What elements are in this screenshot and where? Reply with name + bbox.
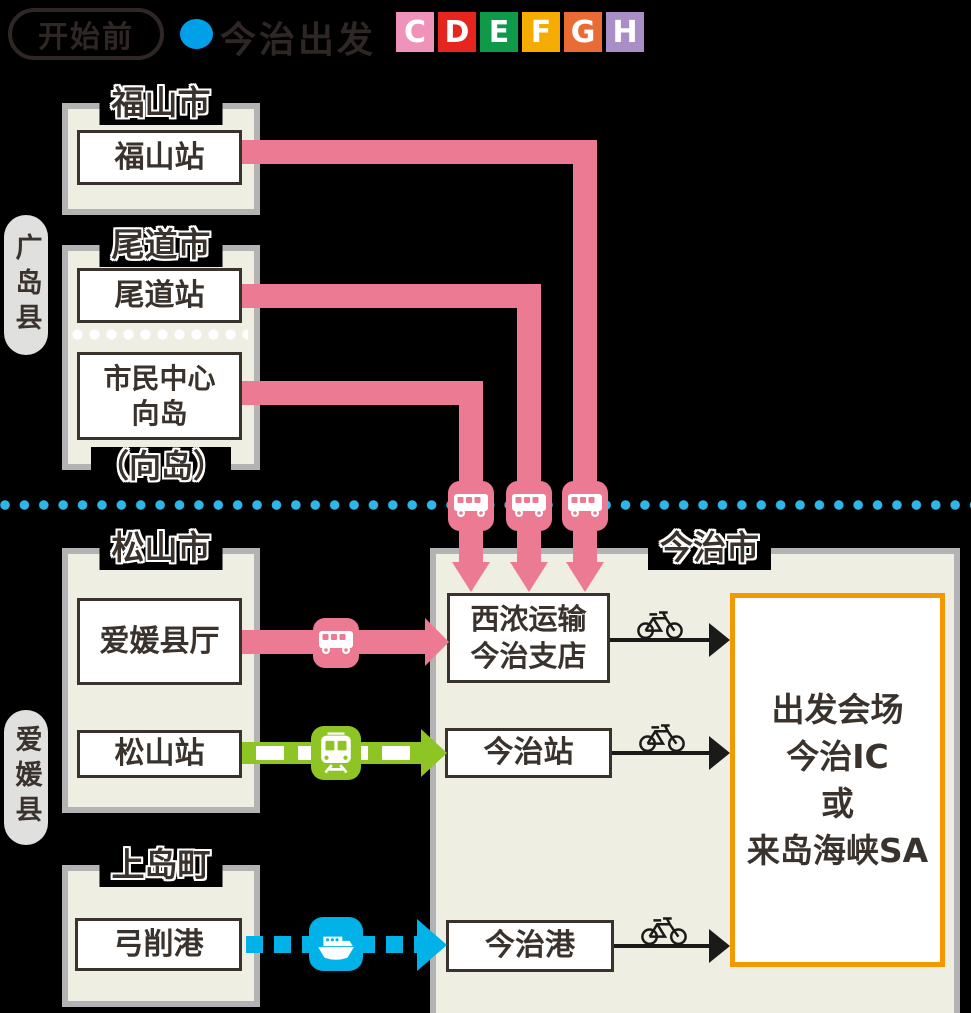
route-shimin-arrow xyxy=(452,562,490,592)
route-shimin-v xyxy=(459,381,483,564)
city-title-kamijima: 上岛町 xyxy=(99,844,223,887)
prefecture-hiroshima: 广岛县 xyxy=(4,215,48,355)
city-title-onomichi: 尾道市 xyxy=(99,224,223,267)
bicycle-icon xyxy=(640,912,688,946)
course-badges: C D E F G H xyxy=(396,12,644,52)
bus-icon xyxy=(313,618,359,668)
city-title-fukuyama: 福山市 xyxy=(99,82,223,125)
phase-badge: 开始前 xyxy=(8,8,164,60)
station-ehime-office: 爱媛县厅 xyxy=(77,598,242,685)
route-ehime-office-arrow xyxy=(425,618,449,666)
route-shimin-h xyxy=(242,381,483,405)
course-badge-d: D xyxy=(438,12,476,52)
station-matsuyama: 松山站 xyxy=(77,730,242,778)
station-fukuyama: 福山站 xyxy=(77,130,242,185)
route-train-arrow xyxy=(421,729,447,777)
route-ferry-arrow xyxy=(417,919,447,971)
footnote-mukaishima: （向岛） xyxy=(62,441,260,487)
venue-line: 或 xyxy=(821,784,854,823)
bike-line-seino xyxy=(610,638,716,642)
dotted-separator xyxy=(72,329,248,340)
course-badge-g: G xyxy=(564,12,602,52)
bike-arrow-station xyxy=(709,736,730,770)
stop-imabari-port: 今治港 xyxy=(446,920,614,972)
bus-icon xyxy=(506,481,552,531)
bicycle-icon xyxy=(638,719,686,753)
city-title-imabari: 今治市 xyxy=(648,527,771,570)
course-badge-h: H xyxy=(606,12,644,52)
stop-imabari-station: 今治站 xyxy=(445,728,612,778)
bus-icon xyxy=(448,481,494,531)
course-badge-e: E xyxy=(480,12,518,52)
bike-line-port xyxy=(614,944,716,948)
train-icon xyxy=(311,726,361,780)
course-badge-c: C xyxy=(396,12,434,52)
legend-dot-icon xyxy=(180,19,213,49)
station-yuge-port: 弓削港 xyxy=(75,918,242,971)
venue-box: 出发会场 今治IC 或 来岛海峡SA xyxy=(730,593,945,967)
route-onomichi-h xyxy=(242,284,541,308)
ferry-icon xyxy=(309,917,363,971)
stop-seino-transport: 西浓运输 今治支店 xyxy=(447,593,610,683)
legend-label: 今治出发 xyxy=(220,20,377,61)
route-fukuyama-h xyxy=(242,140,597,164)
venue-line: 出发会场 xyxy=(771,690,904,729)
station-shimin-center-mukaishima: 市民中心 向岛 xyxy=(77,352,242,440)
course-badge-f: F xyxy=(522,12,560,52)
prefecture-ehime: 爱媛县 xyxy=(4,710,48,845)
bike-arrow-port xyxy=(709,929,730,963)
bike-arrow-seino xyxy=(709,623,730,657)
route-onomichi-arrow xyxy=(510,562,548,592)
bicycle-icon xyxy=(636,606,684,640)
venue-line: 来岛海峡SA xyxy=(746,831,929,870)
city-title-matsuyama: 松山市 xyxy=(99,527,223,570)
bus-icon xyxy=(562,481,608,531)
route-fukuyama-arrow xyxy=(566,562,604,592)
station-onomichi: 尾道站 xyxy=(77,268,242,323)
bike-line-station xyxy=(612,751,716,755)
venue-line: 今治IC xyxy=(786,737,889,776)
